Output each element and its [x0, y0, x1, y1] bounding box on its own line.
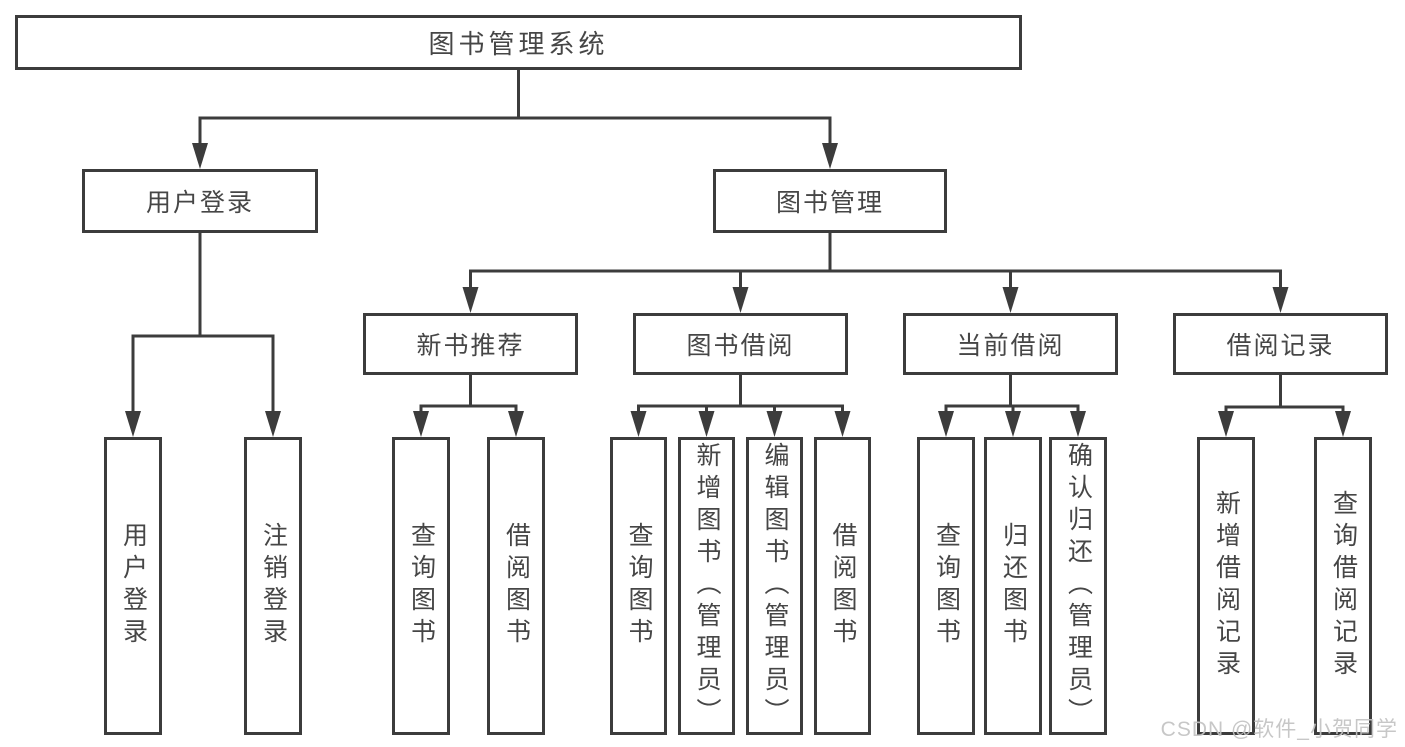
node-login-label: 用户登录 — [119, 522, 148, 650]
node-user-login: 用户登录 — [82, 169, 318, 233]
node-query-books-recommend: 查询图书 — [392, 437, 450, 735]
node-logout-label: 注销登录 — [259, 522, 288, 650]
node-query-borrow-record-label: 查询借阅记录 — [1329, 490, 1358, 682]
node-query-books-recommend-label: 查询图书 — [407, 522, 436, 650]
node-borrow-books-borrow-label: 借阅图书 — [829, 522, 857, 650]
node-query-books-current: 查询图书 — [917, 437, 975, 735]
node-borrow-records: 借阅记录 — [1173, 313, 1388, 375]
node-add-books-admin: 新增图书（管理员） — [678, 437, 735, 735]
node-confirm-return-admin-label: 确认归还（管理员） — [1064, 442, 1093, 730]
node-edit-books-admin: 编辑图书（管理员） — [746, 437, 803, 735]
node-add-borrow-record-label: 新增借阅记录 — [1212, 490, 1241, 682]
node-login: 用户登录 — [104, 437, 162, 735]
node-query-books-borrow-label: 查询图书 — [625, 522, 653, 650]
node-return-books-label: 归还图书 — [999, 522, 1028, 650]
node-current-borrow: 当前借阅 — [903, 313, 1118, 375]
node-book-borrow: 图书借阅 — [633, 313, 848, 375]
node-add-books-admin-label: 新增图书（管理员） — [693, 442, 721, 730]
node-edit-books-admin-label: 编辑图书（管理员） — [761, 442, 789, 730]
node-root: 图书管理系统 — [15, 15, 1022, 70]
node-query-books-current-label: 查询图书 — [932, 522, 961, 650]
node-confirm-return-admin: 确认归还（管理员） — [1049, 437, 1107, 735]
node-add-borrow-record: 新增借阅记录 — [1197, 437, 1255, 735]
node-logout: 注销登录 — [244, 437, 302, 735]
node-new-book-recommend: 新书推荐 — [363, 313, 578, 375]
node-query-books-borrow: 查询图书 — [610, 437, 667, 735]
node-return-books: 归还图书 — [984, 437, 1042, 735]
node-query-borrow-record: 查询借阅记录 — [1314, 437, 1372, 735]
node-borrow-books-recommend: 借阅图书 — [487, 437, 545, 735]
node-borrow-books-recommend-label: 借阅图书 — [502, 522, 531, 650]
node-borrow-books-borrow: 借阅图书 — [814, 437, 871, 735]
node-book-management: 图书管理 — [713, 169, 947, 233]
